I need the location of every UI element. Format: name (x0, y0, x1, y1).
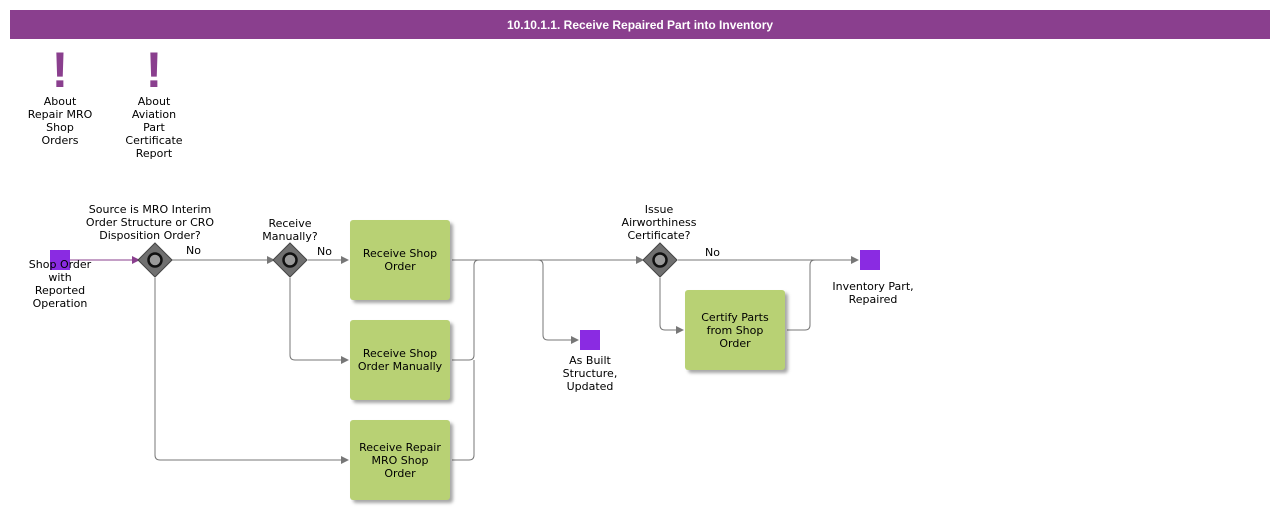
task-label: Receive Repair MRO Shop Order (359, 440, 441, 480)
start-event-shop-order[interactable] (50, 250, 70, 270)
task-label: Receive Shop Order Manually (357, 347, 443, 373)
task-label: Receive Shop Order (362, 247, 438, 273)
task-certify-parts-from-shop-order[interactable]: Certify Parts from Shop Order (685, 290, 785, 370)
gateway-source-label: Source is MRO Interim Order Structure or… (85, 203, 215, 242)
as-built-label: As Built Structure, Updated (562, 354, 618, 393)
note-about-aviation-certificate[interactable]: ! About Aviation Part Certificate Report (109, 42, 199, 160)
start-event-label: Shop Order with Reported Operation (28, 258, 92, 310)
flow-airworthiness-yes (659, 278, 684, 334)
note-label: About Aviation Part Certificate Report (125, 95, 183, 160)
diagram-title: 10.10.1.1. Receive Repaired Part into In… (10, 10, 1270, 39)
exclamation-icon: ! (145, 42, 163, 98)
task-receive-repair-mro-shop-order[interactable]: Receive Repair MRO Shop Order (350, 420, 450, 500)
gateway-issue-airworthiness[interactable] (642, 242, 678, 278)
task-label: Certify Parts from Shop Order (701, 310, 769, 350)
gateway-airworthiness-label: Issue Airworthiness Certificate? (621, 203, 697, 242)
flow-certify-merge (787, 259, 816, 331)
exclamation-icon: ! (51, 42, 69, 98)
flow-to-as-built (537, 259, 579, 344)
task-receive-shop-order-manually[interactable]: Receive Shop Order Manually (350, 320, 450, 400)
flow-label-no: No (186, 244, 201, 257)
flow-label-no: No (317, 245, 332, 258)
end-event-inventory-part[interactable] (860, 250, 880, 270)
data-object-as-built-structure[interactable] (580, 330, 600, 350)
flow-source-to-repair (154, 278, 349, 464)
flow-manual-yes (289, 278, 349, 364)
note-about-repair-mro[interactable]: ! About Repair MRO Shop Orders (15, 42, 105, 147)
flow-label-no: No (705, 246, 720, 259)
note-label: About Repair MRO Shop Orders (27, 95, 93, 147)
gateway-receive-manually[interactable] (272, 242, 308, 278)
inventory-label: Inventory Part, Repaired (832, 280, 914, 306)
flow-manual-merge (452, 259, 480, 361)
gateway-source-type[interactable] (137, 242, 173, 278)
flow-repair-merge (452, 360, 475, 461)
gateway-manual-label: Receive Manually? (262, 217, 318, 243)
task-receive-shop-order[interactable]: Receive Shop Order (350, 220, 450, 300)
